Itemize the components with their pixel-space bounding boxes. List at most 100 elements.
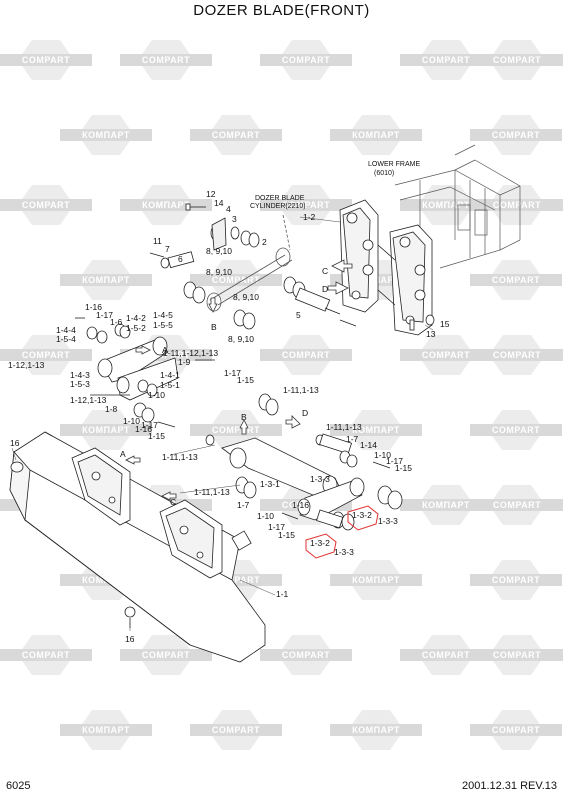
- callout-label: 1-1: [276, 589, 289, 599]
- watermark-logo: COMPART: [120, 635, 212, 675]
- dozer-blade-cylinder-ref: CYLINDER(2210): [250, 203, 306, 210]
- watermark-text: КОМПАРТ: [330, 424, 422, 436]
- callout-label: 1-11,1-13: [162, 452, 198, 462]
- callout-label: 1-3-3: [310, 474, 330, 484]
- callout-label: 3: [232, 214, 237, 224]
- dozer-blade-drawing: [9, 431, 266, 663]
- page-number: 6025: [6, 780, 31, 792]
- watermark-text: КОМПАРТ: [330, 574, 422, 586]
- watermark-logo: COMPART: [470, 560, 562, 600]
- watermark-logo: КОМПАРТ: [330, 410, 422, 450]
- callout-label: 1-15: [278, 530, 295, 540]
- callout-label: 1-5-5: [153, 320, 173, 330]
- dozer-blade-cylinder-label: DOZER BLADE: [255, 195, 305, 202]
- view-marker-d: D: [302, 408, 308, 418]
- callout-label: 14: [214, 198, 224, 208]
- watermark-logo: COMPART: [400, 40, 492, 80]
- watermark-logo: КОМПАРТ: [330, 560, 422, 600]
- callout-label: 1-10: [148, 390, 165, 400]
- callout-label: 1-9: [178, 357, 191, 367]
- watermark-logo: COMPART: [260, 635, 352, 675]
- watermark-logo: COMPART: [260, 185, 352, 225]
- watermark-logo: COMPART: [400, 635, 492, 675]
- watermark-logo: КОМПАРТ: [60, 410, 152, 450]
- callout-label: 1-11,1-13: [194, 487, 230, 497]
- watermark-logo: COMPART: [471, 40, 563, 80]
- watermark-logo: COMPART: [190, 260, 282, 300]
- callout-label: 1-4-5: [153, 310, 173, 320]
- revision-date: 2001.12.31 REV.13: [461, 780, 557, 792]
- watermark-text: COMPART: [400, 54, 492, 66]
- mounting-bracket-right: [377, 224, 433, 336]
- callout-label: 1-15: [395, 463, 412, 473]
- callout-label: 1-5-3: [70, 379, 90, 389]
- view-marker-a: A: [120, 449, 126, 459]
- watermark-logo: COMPART: [0, 635, 92, 675]
- watermark-logo: COMPART: [470, 410, 562, 450]
- callout-labels: 12 14 4 3 2 1-2 11 7 6 5 13 15 8, 9,10 8…: [8, 189, 450, 644]
- watermark-text: COMPART: [120, 54, 212, 66]
- direction-arrows: [125, 259, 353, 501]
- callout-label: 1-4-3: [70, 370, 90, 380]
- watermark-logo: COMPART: [400, 335, 492, 375]
- watermark-logo: КОМПАРТ: [400, 485, 492, 525]
- callout-label: 1-16: [85, 302, 102, 312]
- watermark-text: COMPART: [120, 649, 212, 661]
- view-markers: A B C D A B C D: [120, 266, 328, 507]
- watermark-text: COMPART: [471, 499, 563, 511]
- view-marker-c: C: [322, 266, 328, 276]
- callout-label: 1-10: [374, 450, 391, 460]
- view-marker-b: B: [211, 322, 217, 332]
- dozer-cylinder-outline: [206, 214, 293, 312]
- callout-label: 2: [262, 237, 267, 247]
- watermark-logo: КОМПАРТ: [400, 185, 492, 225]
- callout-label: 1-4-4: [56, 325, 76, 335]
- right-link-assembly: [205, 393, 403, 531]
- watermark-text: COMPART: [0, 199, 92, 211]
- watermark-text: COMPART: [400, 649, 492, 661]
- callout-label: 1-10: [123, 416, 140, 426]
- watermark-logo: COMPART: [260, 335, 352, 375]
- watermark-text: COMPART: [260, 649, 352, 661]
- watermark-text: COMPART: [470, 574, 562, 586]
- watermark-text: COMPART: [0, 649, 92, 661]
- watermark-text: COMPART: [260, 349, 352, 361]
- watermark-logo: COMPART: [471, 185, 563, 225]
- watermark-text: COMPART: [400, 349, 492, 361]
- callout-label: 13: [426, 329, 436, 339]
- watermark-logo: КОМПАРТ: [120, 185, 212, 225]
- watermark-logo: COMPART: [0, 40, 92, 80]
- callout-label: 1-4-1: [160, 370, 180, 380]
- watermark-text: COMPART: [190, 724, 282, 736]
- watermark-logo: COMPART: [190, 115, 282, 155]
- watermark-text: КОМПАРТ: [60, 129, 152, 141]
- watermark-logo: COMPART: [260, 40, 352, 80]
- watermark-logo: COMPART: [471, 635, 563, 675]
- reference-labels: LOWER FRAME (6010) DOZER BLADE CYLINDER(…: [250, 161, 420, 210]
- callout-label: 1-17: [386, 456, 403, 466]
- callout-label: 1-6: [110, 317, 123, 327]
- watermark-logo: COMPART: [471, 335, 563, 375]
- callout-label: 15: [440, 319, 450, 329]
- callout-label: 1-5-1: [160, 380, 180, 390]
- watermark-text: COMPART: [470, 129, 562, 141]
- callout-label: 1-10: [257, 511, 274, 521]
- watermark-text: КОМПАРТ: [330, 724, 422, 736]
- watermark-text: COMPART: [190, 129, 282, 141]
- callout-label: 12: [206, 189, 216, 199]
- callout-label: 1-12,1-13: [8, 360, 45, 370]
- callout-label: 1-15: [237, 375, 254, 385]
- view-marker-b: B: [241, 412, 247, 422]
- callout-label: 1-11,1-13: [283, 385, 319, 395]
- callout-label: 1-15: [148, 431, 165, 441]
- callout-label: 5: [296, 310, 301, 320]
- watermark-logo: COMPART: [470, 115, 562, 155]
- watermark-text: COMPART: [471, 649, 563, 661]
- lower-frame-ref: (6010): [374, 170, 394, 177]
- view-marker-c: C: [170, 497, 176, 507]
- highlight-marks: [305, 505, 379, 559]
- callout-label: 11: [153, 236, 162, 246]
- watermark-text: COMPART: [260, 54, 352, 66]
- watermark-text: COMPART: [260, 199, 352, 211]
- callout-label: 1-17: [96, 310, 113, 320]
